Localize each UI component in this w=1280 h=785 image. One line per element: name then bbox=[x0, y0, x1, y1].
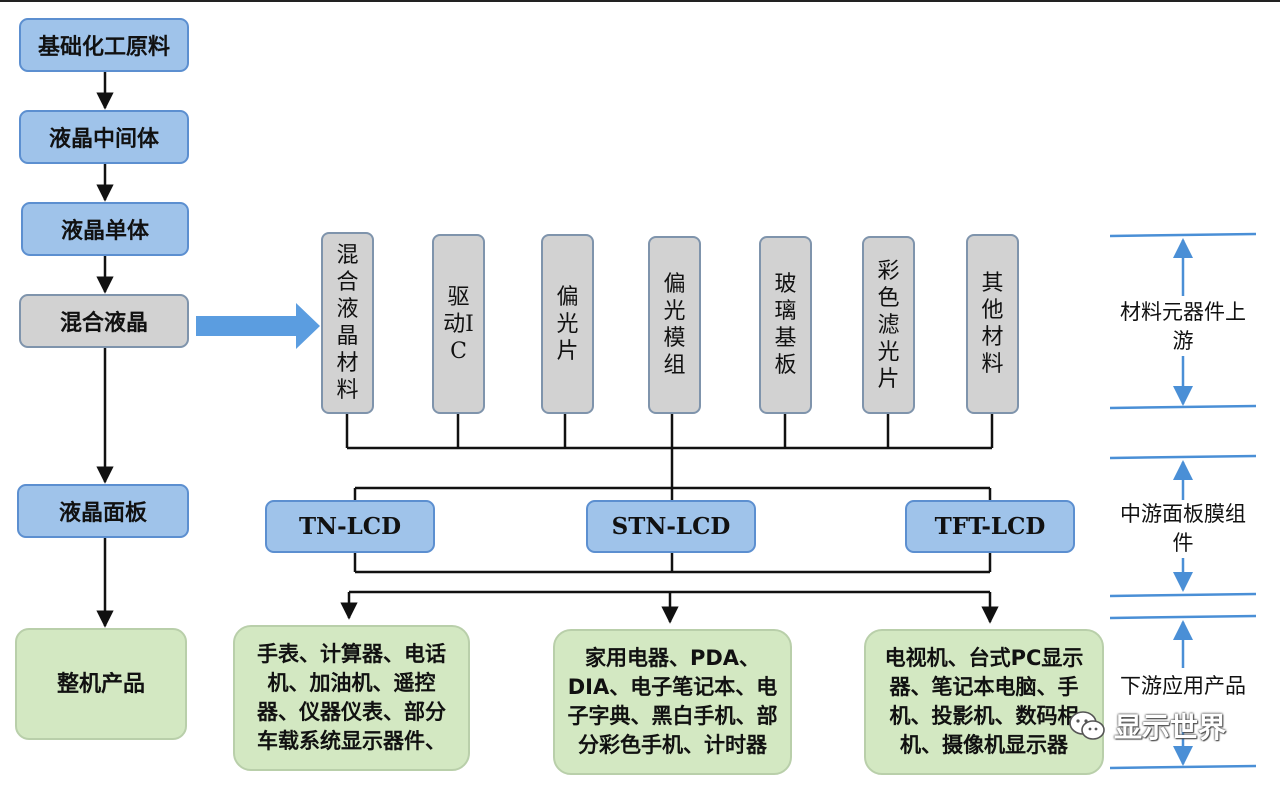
material-label: 彩色滤光片 bbox=[877, 258, 900, 392]
material-column: 偏光模组 bbox=[648, 236, 701, 414]
material-label: 玻璃基板 bbox=[774, 272, 797, 378]
tn-lcd-box: TN-LCD bbox=[265, 500, 435, 553]
material-label: 混合液晶材料 bbox=[336, 243, 359, 403]
panel-box: 液晶面板 bbox=[17, 484, 189, 538]
mixed-lc-box: 混合液晶 bbox=[19, 294, 189, 348]
downstream-label: 下游应用产品 bbox=[1120, 672, 1246, 701]
midstream-label: 中游面板膜组件 bbox=[1118, 500, 1248, 558]
material-column: 玻璃基板 bbox=[759, 236, 812, 414]
material-label: 驱动IC bbox=[443, 284, 474, 364]
top-rule bbox=[0, 0, 1280, 2]
raw-materials-box: 基础化工原料 bbox=[19, 18, 189, 72]
material-column: 混合液晶材料 bbox=[321, 232, 374, 414]
intermediate-box: 液晶中间体 bbox=[19, 110, 189, 164]
tft-applications-box: 电视机、台式PC显示器、笔记本电脑、手机、投影机、数码相机、摄像机显示器 bbox=[864, 629, 1104, 775]
upstream-label: 材料元器件上游 bbox=[1118, 298, 1248, 356]
end-product-box: 整机产品 bbox=[15, 628, 187, 740]
material-column: 其他材料 bbox=[966, 234, 1019, 414]
watermark-label: 显示世界 bbox=[1114, 711, 1227, 744]
material-column: 偏光片 bbox=[541, 234, 594, 414]
watermark: 显示世界 bbox=[1068, 706, 1226, 746]
big-arrow bbox=[196, 303, 320, 349]
material-label: 偏光模组 bbox=[663, 272, 686, 378]
tn-applications-box: 手表、计算器、电话机、加油机、遥控器、仪器仪表、部分车载系统显示器件、 bbox=[233, 625, 470, 771]
stn-lcd-box: STN-LCD bbox=[586, 500, 756, 553]
material-label: 其他材料 bbox=[981, 271, 1004, 377]
material-column: 彩色滤光片 bbox=[862, 236, 915, 414]
stn-applications-box: 家用电器、PDA、DIA、电子笔记本、电子字典、黑白手机、部分彩色手机、计时器 bbox=[553, 629, 792, 775]
monomer-box: 液晶单体 bbox=[21, 202, 189, 256]
tft-lcd-box: TFT-LCD bbox=[905, 500, 1075, 553]
material-label: 偏光片 bbox=[556, 284, 579, 364]
wechat-icon bbox=[1069, 711, 1105, 740]
material-column: 驱动IC bbox=[432, 234, 485, 414]
